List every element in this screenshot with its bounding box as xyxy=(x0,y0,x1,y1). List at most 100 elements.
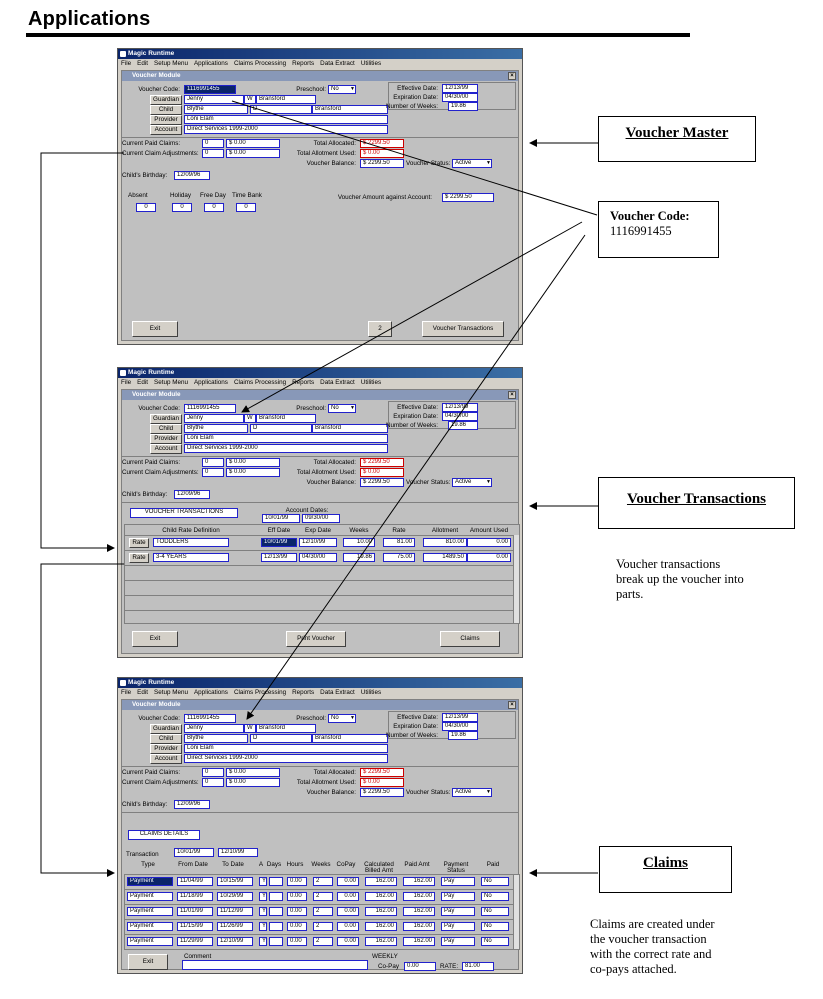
claim-cell[interactable]: No xyxy=(481,922,509,931)
transaction-cell[interactable]: TODDLERS xyxy=(153,538,229,547)
total-allocated-field[interactable]: $ 2299.50 xyxy=(360,139,404,148)
claim-cell[interactable]: Payment xyxy=(127,937,173,946)
voucher-balance-field[interactable]: $ 2299.50 xyxy=(360,788,404,797)
adjustments-count-field[interactable]: 0 xyxy=(202,778,224,787)
voucher-balance-field[interactable]: $ 2299.50 xyxy=(360,478,404,487)
voucher-transactions-title[interactable]: VOUCHER TRANSACTIONS xyxy=(130,508,238,518)
copay-field[interactable]: 0.00 xyxy=(404,962,436,971)
comment-field[interactable] xyxy=(182,960,368,970)
expiration-date-field[interactable]: 04/30/00 xyxy=(442,93,478,102)
claim-cell[interactable]: Y xyxy=(259,877,267,886)
scrollbar[interactable] xyxy=(513,535,519,623)
total-allocated-field[interactable]: $ 2299.50 xyxy=(360,768,404,777)
claim-cell[interactable]: 162.00 xyxy=(365,877,397,886)
claim-cell[interactable]: 10/15/99 xyxy=(217,877,253,886)
claim-cell[interactable]: Payment xyxy=(127,877,173,886)
claim-cell[interactable]: 11/18/99 xyxy=(177,892,213,901)
claim-cell[interactable]: 162.00 xyxy=(403,937,435,946)
menu-item[interactable]: Data Extract xyxy=(320,60,355,67)
claim-cell[interactable]: 162.00 xyxy=(365,937,397,946)
claim-cell[interactable]: Pay xyxy=(441,937,475,946)
claim-cell[interactable]: 0.00 xyxy=(287,877,307,886)
claim-cell[interactable]: No xyxy=(481,937,509,946)
guardian-button[interactable]: Guardian xyxy=(150,724,182,734)
menu-item[interactable]: Reports xyxy=(292,60,315,67)
claim-cell[interactable]: 0.00 xyxy=(337,877,359,886)
child-button[interactable]: Child xyxy=(150,424,182,434)
birthday-field[interactable]: 12/09/96 xyxy=(174,490,210,499)
claim-cell[interactable] xyxy=(269,937,283,946)
voucher-code-field[interactable]: 1116991455 xyxy=(184,714,236,723)
effective-date-field[interactable]: 12/13/99 xyxy=(442,84,478,93)
allotment-used-field[interactable]: $ 0.00 xyxy=(360,149,404,158)
chevron-down-icon[interactable]: ▼ xyxy=(486,479,491,485)
claim-cell[interactable] xyxy=(269,877,283,886)
guardian-first-field[interactable]: Jenny xyxy=(184,414,244,423)
rate-field[interactable]: 81.00 xyxy=(462,962,494,971)
claim-cell[interactable]: 0.00 xyxy=(337,907,359,916)
child-last-field[interactable]: Bransford xyxy=(312,734,388,743)
voucher-code-field[interactable]: 1116991455 xyxy=(184,404,236,413)
print-voucher-button[interactable]: Print Voucher xyxy=(286,631,346,647)
preschool-select[interactable]: No xyxy=(328,85,356,94)
claim-cell[interactable] xyxy=(269,892,283,901)
menu-item[interactable]: Utilities xyxy=(360,689,382,696)
claim-cell[interactable]: 11/29/99 xyxy=(177,937,213,946)
claim-cell[interactable]: Y xyxy=(259,907,267,916)
claims-details-title[interactable]: CLAIMS DETAILS xyxy=(128,830,200,840)
transaction-cell[interactable]: 1489.50 xyxy=(423,553,467,562)
weeks-field[interactable]: 19.86 xyxy=(448,731,478,740)
claim-cell[interactable]: 11/15/99 xyxy=(177,922,213,931)
birthday-field[interactable]: 12/09/96 xyxy=(174,800,210,809)
time-bank-field[interactable]: 0 xyxy=(236,203,256,212)
adjustments-count-field[interactable]: 0 xyxy=(202,149,224,158)
menu-item[interactable]: File xyxy=(121,689,132,696)
account-from-field[interactable]: 10/01/99 xyxy=(262,514,300,523)
claim-cell[interactable]: 162.00 xyxy=(365,892,397,901)
close-icon[interactable]: × xyxy=(508,391,516,399)
menu-item[interactable]: File xyxy=(121,60,132,67)
transaction-cell[interactable]: 12/10/99 xyxy=(299,538,337,547)
child-mi-field[interactable]: D xyxy=(250,105,312,114)
menu-item[interactable]: Applications xyxy=(193,379,228,386)
claim-cell[interactable]: 2 xyxy=(313,937,333,946)
claim-cell[interactable]: 162.00 xyxy=(365,907,397,916)
holiday-field[interactable]: 0 xyxy=(172,203,192,212)
rate-button[interactable]: Rate xyxy=(129,553,149,563)
claim-cell[interactable]: 2 xyxy=(313,892,333,901)
claim-cell[interactable]: Pay xyxy=(441,877,475,886)
scrollbar[interactable] xyxy=(513,875,519,949)
child-first-field[interactable]: Blythe xyxy=(184,424,248,433)
adjustments-count-field[interactable]: 0 xyxy=(202,468,224,477)
voucher-code-field[interactable]: 1116991455 xyxy=(184,85,236,94)
expiration-date-field[interactable]: 04/30/00 xyxy=(442,412,478,421)
menu-item[interactable]: File xyxy=(121,379,132,386)
claim-cell[interactable]: 0.00 xyxy=(287,937,307,946)
menu-item[interactable]: Setup Menu xyxy=(154,689,188,696)
account-field[interactable]: Direct Services 1999-2000 xyxy=(184,754,388,763)
claim-cell[interactable]: Payment xyxy=(127,892,173,901)
account-button[interactable]: Account xyxy=(150,754,182,764)
account-field[interactable]: Direct Services 1999-2000 xyxy=(184,125,388,134)
guardian-button[interactable]: Guardian xyxy=(150,95,182,105)
menu-item[interactable]: Data Extract xyxy=(320,379,355,386)
claim-cell[interactable]: No xyxy=(481,892,509,901)
claim-cell[interactable]: 162.00 xyxy=(403,877,435,886)
counter-button[interactable]: 2 xyxy=(368,321,392,337)
provider-button[interactable]: Provider xyxy=(150,115,182,125)
provider-field[interactable]: Loni Elam xyxy=(184,115,388,124)
claim-cell[interactable]: No xyxy=(481,907,509,916)
chevron-down-icon[interactable]: ▼ xyxy=(486,160,491,166)
close-icon[interactable]: × xyxy=(508,72,516,80)
transaction-cell[interactable]: 10/01/99 xyxy=(261,538,297,547)
guardian-button[interactable]: Guardian xyxy=(150,414,182,424)
expiration-date-field[interactable]: 04/30/00 xyxy=(442,722,478,731)
child-first-field[interactable]: Blythe xyxy=(184,105,248,114)
menu-item[interactable]: Claims Processing xyxy=(233,60,287,67)
claim-cell[interactable]: 11/01/99 xyxy=(177,907,213,916)
guardian-first-field[interactable]: Jenny xyxy=(184,95,244,104)
transaction-cell[interactable]: 10.00 xyxy=(343,538,375,547)
paid-claims-amount-field[interactable]: $ 0.00 xyxy=(226,458,280,467)
claim-cell[interactable]: Payment xyxy=(127,907,173,916)
effective-date-field[interactable]: 12/13/99 xyxy=(442,403,478,412)
